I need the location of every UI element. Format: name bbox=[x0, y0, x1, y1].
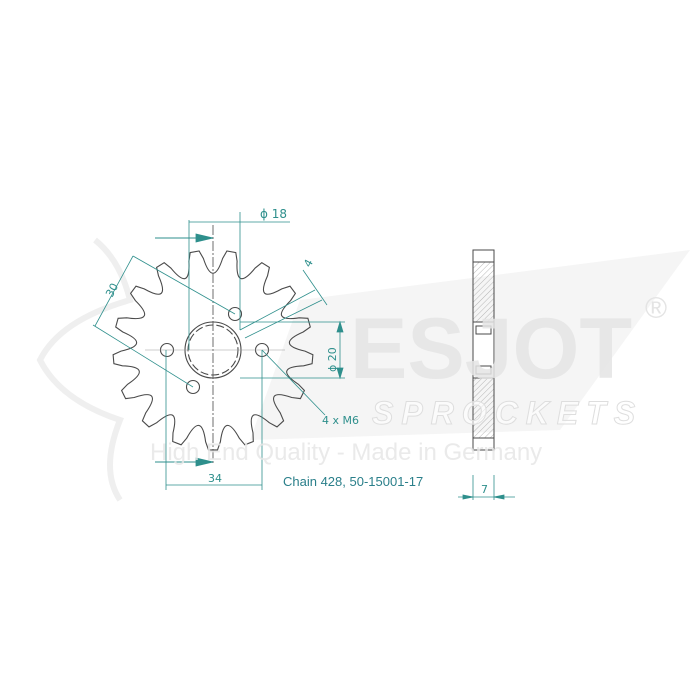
thickness-label: 7 bbox=[481, 483, 488, 496]
offset-label: 4 bbox=[301, 257, 316, 269]
watermark-brand: ESJOT bbox=[350, 301, 632, 397]
bolt-hole bbox=[227, 306, 243, 322]
watermark: ESJOT ® SPROCKETS High End Quality - Mad… bbox=[150, 292, 667, 466]
dimension-labels: ϕ 18 30 4 ϕ 20 4 x M6 34 7 bbox=[103, 207, 488, 496]
width-label: 34 bbox=[208, 472, 222, 485]
spline-diameter-label: ϕ 20 bbox=[326, 347, 339, 372]
watermark-shapes bbox=[36, 237, 690, 502]
watermark-registered: ® bbox=[645, 292, 667, 325]
dimension-lines bbox=[92, 212, 515, 500]
sprocket-side-view bbox=[472, 249, 495, 451]
sprocket-teeth-outline bbox=[112, 250, 314, 451]
pilot-diameter-label: ϕ 18 bbox=[260, 207, 287, 221]
caption: Chain 428, 50-15001-17 bbox=[283, 474, 423, 489]
watermark-gear-outline bbox=[36, 237, 134, 502]
bolt-spacing-label: 30 bbox=[103, 281, 121, 299]
watermark-subtitle: SPROCKETS bbox=[372, 395, 643, 431]
watermark-slogan: High End Quality - Made in Germany bbox=[150, 439, 542, 466]
watermark-banner bbox=[250, 250, 690, 440]
bolts-label: 4 x M6 bbox=[322, 414, 359, 427]
bolt-hole bbox=[185, 379, 201, 395]
